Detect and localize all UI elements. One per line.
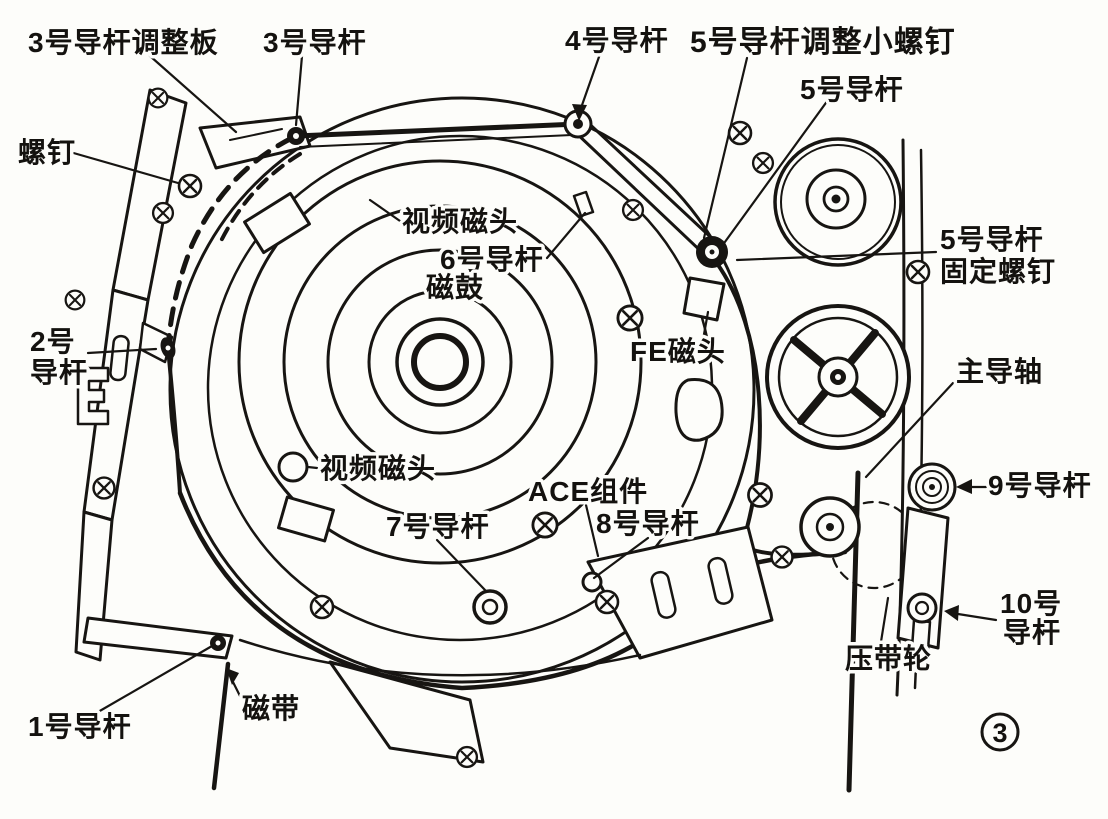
guide3-post: [287, 127, 305, 145]
arrowhead: [226, 668, 239, 685]
arrowhead: [956, 479, 972, 494]
tape-dashed-segment: [165, 135, 295, 351]
label-guide9: 9号导杆: [988, 470, 1092, 501]
label-guide7: 7号导杆: [386, 511, 490, 542]
label-guide2-line1: 2号: [30, 326, 76, 357]
guide-posts: [160, 109, 728, 651]
bottom-wedge-bracket: [238, 638, 642, 764]
fe-head-part: [682, 276, 726, 322]
screw-icon: [616, 304, 644, 332]
label-drum: 磁鼓: [426, 272, 484, 303]
figure-number-text: 3: [992, 718, 1007, 748]
label-video-head-upper: 视频磁头: [402, 206, 518, 237]
screw-icon: [594, 589, 620, 615]
left-bracket-assembly: [74, 88, 312, 662]
label-guide1: 1号导杆: [28, 711, 132, 742]
video-head-windows: [243, 191, 335, 543]
labels: 3号导杆调整板 3号导杆 4号导杆 5号导杆调整小螺钉 5号导杆 螺钉 视频磁头…: [15, 22, 1095, 746]
guide9-10-arm: [896, 462, 957, 652]
screw-icon: [747, 482, 773, 508]
ace-unit-bracket: [586, 525, 774, 660]
label-tape: 磁带: [242, 693, 300, 724]
label-pinch-roller: 压带轮: [845, 643, 932, 674]
screw-icon: [64, 289, 86, 311]
screw-icon: [621, 198, 645, 222]
guide5-post: [696, 236, 728, 268]
screw-icon: [905, 259, 931, 285]
screw-icon: [751, 151, 775, 175]
head-drum: [168, 96, 756, 684]
label-guide5-fixing-line2: 固定螺钉: [940, 255, 1056, 287]
screw-icon: [151, 201, 175, 225]
label-guide5-fixing-line1: 5号导杆: [940, 224, 1044, 255]
label-guide6: 6号导杆: [440, 244, 544, 275]
label-guide3-adjust-plate: 3号导杆调整板: [28, 27, 219, 58]
guide10-post: [906, 592, 938, 624]
label-guide5: 5号导杆: [800, 74, 904, 105]
figure-number: 3: [980, 712, 1020, 752]
screw-icon: [177, 173, 203, 199]
label-guide10-line2: 导杆: [1003, 617, 1061, 648]
label-screw: 螺钉: [18, 137, 76, 168]
video-head-lower-marker: [277, 451, 309, 483]
screw-icon: [309, 594, 335, 620]
guide6-post: [572, 190, 595, 218]
screw-icon: [455, 745, 479, 769]
screw-icon: [727, 120, 753, 146]
screw-icon: [147, 87, 169, 109]
guide2-post: [160, 337, 176, 359]
guide1-post: [210, 635, 226, 651]
leader-lines: [68, 52, 998, 714]
screw-icon: [770, 545, 794, 569]
label-guide10-line1: 10号: [1000, 588, 1062, 619]
label-fe-head: FE磁头: [630, 336, 726, 367]
label-guide8: 8号导杆: [596, 508, 700, 539]
label-guide4: 4号导杆: [565, 25, 669, 56]
label-capstan: 主导轴: [956, 356, 1043, 387]
capstan-assembly: [799, 496, 919, 590]
arrowhead: [944, 605, 959, 621]
label-guide5-adjust-screw: 5号导杆调整小螺钉: [690, 26, 956, 59]
guide7-post: [472, 589, 508, 625]
label-video-head-lower: 视频磁头: [320, 453, 436, 484]
top-right-pulley: [773, 137, 903, 267]
screw-icon: [531, 511, 559, 539]
mid-right-bracket: [674, 378, 724, 442]
spoked-wheel: [765, 304, 911, 450]
arrowhead: [572, 104, 587, 121]
label-ace-unit: ACE组件: [528, 476, 648, 507]
screw-icon: [92, 476, 116, 500]
label-guide2-line2: 导杆: [30, 357, 88, 388]
e-slot: [76, 366, 110, 426]
label-guide3: 3号导杆: [263, 27, 367, 58]
